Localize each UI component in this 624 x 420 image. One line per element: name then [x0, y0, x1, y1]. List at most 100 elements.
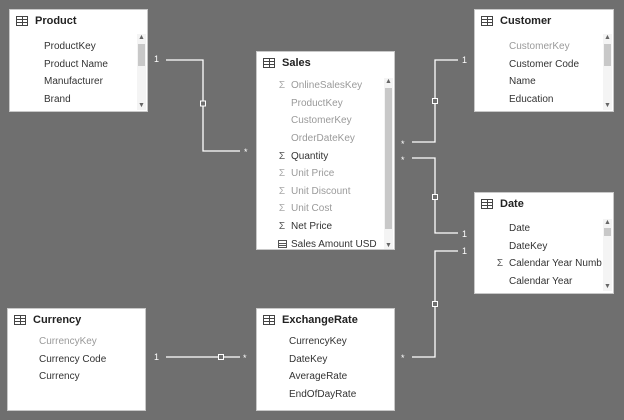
field-label: CurrencyKey: [289, 336, 347, 348]
scroll-down-icon[interactable]: ▼: [604, 102, 611, 109]
field-row[interactable]: AverageRate: [257, 368, 394, 386]
field-row[interactable]: Currency Code: [8, 351, 145, 369]
scroll-down-icon[interactable]: ▼: [604, 283, 611, 290]
field-row[interactable]: Product Name: [10, 56, 147, 74]
scroll-thumb[interactable]: [385, 88, 392, 229]
relationship-date-sales[interactable]: [412, 157, 458, 234]
scroll-up-icon[interactable]: ▲: [604, 34, 611, 41]
scroll-up-icon[interactable]: ▲: [385, 78, 392, 85]
field-row[interactable]: ProductKey: [10, 38, 147, 56]
relationship-customer-sales[interactable]: [412, 59, 458, 143]
table-icon: [14, 315, 26, 325]
relationship-date-exchangerate[interactable]: [412, 250, 458, 358]
scroll-thumb[interactable]: [604, 44, 611, 66]
scroll-up-icon[interactable]: ▲: [604, 219, 611, 226]
relationship-product-sales[interactable]: [166, 59, 240, 152]
table-header[interactable]: Sales: [257, 52, 394, 74]
table-name: ExchangeRate: [282, 314, 358, 326]
field-label: OnlineSalesKey: [291, 80, 363, 92]
field-row[interactable]: OrderDateKey: [257, 130, 394, 148]
field-row[interactable]: Manufacturer: [10, 73, 147, 91]
field-row[interactable]: Sales Amount USD: [257, 235, 394, 250]
field-label: ProductKey: [291, 97, 343, 109]
cardinality-one: 1: [462, 246, 468, 256]
field-row[interactable]: Currency: [8, 368, 145, 386]
field-label: AverageRate: [289, 371, 348, 383]
field-label: Sales Amount USD: [291, 238, 377, 250]
scroll-thumb[interactable]: [604, 228, 611, 236]
field-row[interactable]: CurrencyKey: [8, 333, 145, 351]
scroll-up-icon[interactable]: ▲: [138, 34, 145, 41]
field-row[interactable]: EndOfDayRate: [257, 386, 394, 404]
scrollbar[interactable]: ▲ ▼: [603, 34, 612, 110]
field-row[interactable]: ProductKey: [257, 95, 394, 113]
field-row[interactable]: Occupation: [475, 108, 613, 111]
field-row[interactable]: Education: [475, 91, 613, 109]
table-name: Customer: [500, 15, 552, 27]
relationship-handle[interactable]: [218, 354, 224, 360]
relationship-handle[interactable]: [432, 98, 438, 104]
field-label: Calendar Year Numb: [509, 258, 602, 270]
cardinality-many: *: [401, 353, 405, 363]
scrollbar[interactable]: ▲ ▼: [137, 34, 146, 110]
field-row[interactable]: DateKey: [257, 351, 394, 369]
field-row[interactable]: CustomerKey: [257, 112, 394, 130]
field-label: Date: [509, 223, 531, 235]
field-row[interactable]: CustomerKey: [475, 38, 613, 56]
cardinality-one: 1: [462, 229, 468, 239]
scrollbar[interactable]: ▲ ▼: [603, 219, 612, 291]
field-row[interactable]: Name: [475, 73, 613, 91]
field-row[interactable]: Calendar Year: [475, 273, 613, 291]
sigma-icon: Σ: [278, 168, 286, 180]
scroll-down-icon[interactable]: ▼: [385, 242, 392, 249]
field-row[interactable]: Unit Cost: [10, 108, 147, 111]
scrollbar[interactable]: ▲ ▼: [384, 78, 393, 249]
field-row[interactable]: CurrencyKey: [257, 333, 394, 351]
relationship-handle[interactable]: [432, 194, 438, 200]
table-icon: [481, 199, 493, 209]
table-header[interactable]: ExchangeRate: [257, 309, 394, 331]
relationship-handle[interactable]: [200, 100, 206, 107]
field-label: ProductKey: [44, 41, 96, 53]
sigma-icon: Σ: [278, 185, 286, 197]
field-row[interactable]: Brand: [10, 91, 147, 109]
field-row[interactable]: Customer Code: [475, 56, 613, 74]
field-row[interactable]: Date: [475, 220, 613, 238]
field-label: Manufacturer: [44, 76, 103, 88]
field-label: Customer Code: [509, 58, 580, 70]
scroll-thumb[interactable]: [138, 44, 145, 66]
field-label: Currency: [39, 371, 80, 383]
table-name: Currency: [33, 314, 82, 326]
table-header[interactable]: Date: [475, 193, 613, 215]
field-label: Net Price: [291, 221, 333, 233]
field-label: Product Name: [44, 58, 108, 70]
field-label: Currency Code: [39, 353, 107, 365]
relationship-handle[interactable]: [432, 301, 438, 307]
table-icon: [263, 58, 275, 68]
table-header[interactable]: Product: [10, 10, 147, 32]
sigma-icon: Σ: [278, 203, 286, 215]
field-label: DateKey: [509, 240, 548, 252]
scroll-down-icon[interactable]: ▼: [138, 102, 145, 109]
table-header[interactable]: Currency: [8, 309, 145, 331]
field-label: CurrencyKey: [39, 336, 97, 348]
field-row[interactable]: DateKey: [475, 238, 613, 256]
table-header[interactable]: Customer: [475, 10, 613, 32]
